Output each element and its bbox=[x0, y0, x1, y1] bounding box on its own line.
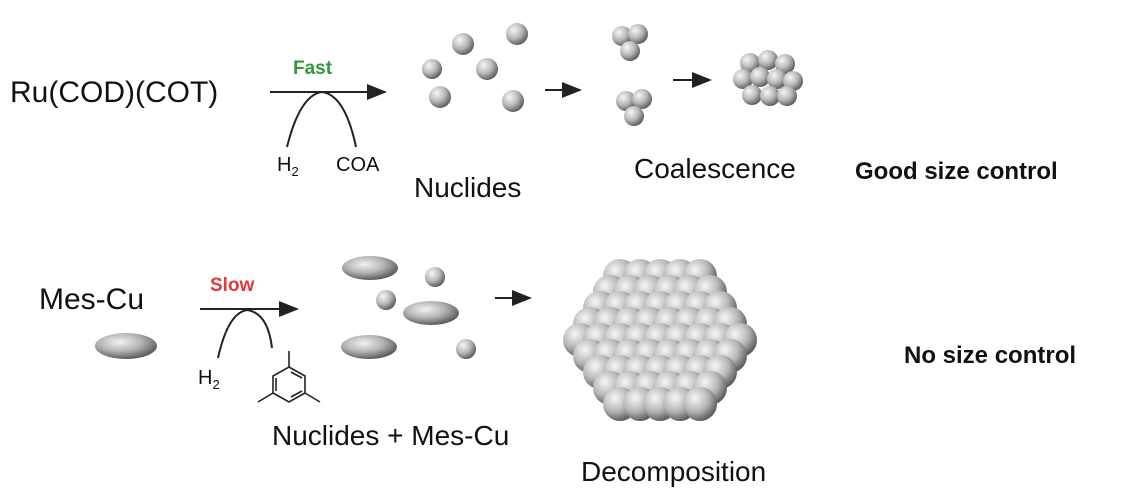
top-reaction-arrow bbox=[270, 84, 387, 148]
bottom-large-aggregate bbox=[563, 259, 757, 421]
top-reagent-in: H2 bbox=[277, 154, 299, 179]
bottom-stage1-label: Nuclides + Mes-Cu bbox=[272, 420, 510, 451]
bottom-reagent-in-subscript: 2 bbox=[212, 377, 220, 392]
top-reagent-out: COA bbox=[336, 154, 380, 176]
top-reagent-in-subscript: 2 bbox=[291, 164, 299, 179]
bottom-reaction-arrow bbox=[200, 301, 299, 359]
top-small-clusters bbox=[612, 24, 652, 126]
aggregate-sphere bbox=[683, 387, 717, 421]
bottom-reagent-in: H2 bbox=[198, 367, 220, 392]
top-nuclides-spheres bbox=[422, 23, 528, 112]
bottom-stage2-label: Decomposition bbox=[581, 456, 767, 487]
top-reagent-in-symbol: H bbox=[277, 154, 292, 176]
top-stage1-label: Nuclides bbox=[414, 172, 522, 203]
bottom-rate-label: Slow bbox=[210, 275, 255, 296]
top-reactant-label: Ru(COD)(COT) bbox=[10, 76, 219, 109]
bottom-reagent-in-symbol: H bbox=[198, 367, 213, 389]
mesitylene-structure bbox=[257, 351, 321, 403]
mes-cu-ellipse bbox=[95, 333, 157, 359]
top-rate-label: Fast bbox=[293, 58, 333, 79]
top-outcome-label: Good size control bbox=[855, 158, 1058, 185]
bottom-nuclides-mix bbox=[341, 256, 476, 359]
bottom-reactant-label: Mes-Cu bbox=[39, 283, 145, 316]
top-large-cluster bbox=[733, 50, 803, 106]
top-stage2-label: Coalescence bbox=[634, 153, 796, 184]
bottom-outcome-label: No size control bbox=[904, 342, 1077, 369]
